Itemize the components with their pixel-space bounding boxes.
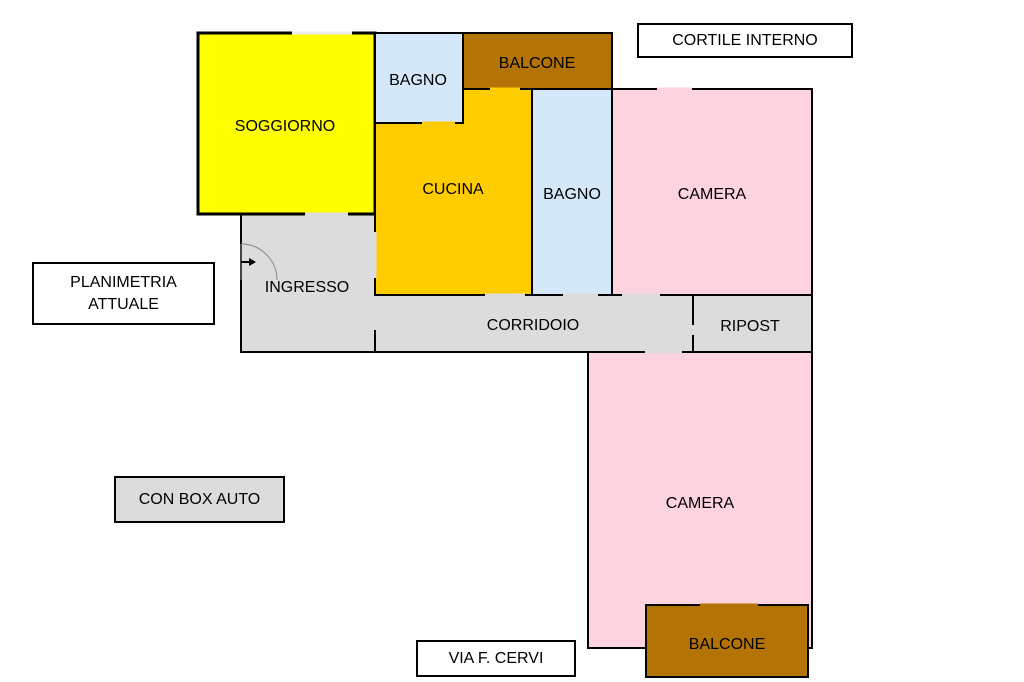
- box-auto-text: CON BOX AUTO: [138, 490, 261, 508]
- via-label: VIA F. CERVI: [416, 640, 576, 677]
- label-soggiorno: SOGGIORNO: [235, 118, 335, 135]
- label-balcone-bottom: BALCONE: [689, 636, 765, 653]
- label-camera-bottom: CAMERA: [666, 495, 735, 512]
- room-camera-top: [611, 88, 813, 296]
- cortile-interno-label: CORTILE INTERNO: [637, 23, 853, 58]
- label-ripost: RIPOST: [720, 318, 780, 335]
- label-cucina: CUCINA: [422, 181, 484, 198]
- planimetria-label: PLANIMETRIA ATTUALE: [32, 262, 215, 325]
- label-ingresso: INGRESSO: [265, 279, 349, 296]
- entrance-door-icon: [240, 243, 278, 281]
- label-bagno-1: BAGNO: [389, 72, 447, 89]
- planimetria-line-2: ATTUALE: [88, 295, 159, 313]
- planimetria-line-1: PLANIMETRIA: [70, 273, 177, 291]
- door-openings: [292, 31, 758, 607]
- room-camera-bottom: [587, 351, 813, 649]
- label-camera-top: CAMERA: [678, 186, 747, 203]
- box-auto-label: CON BOX AUTO: [114, 476, 285, 523]
- room-balcone-bottom: [645, 604, 809, 678]
- via-text: VIA F. CERVI: [448, 649, 544, 667]
- label-bagno-2: BAGNO: [543, 186, 601, 203]
- label-corridoio: CORRIDOIO: [487, 317, 579, 334]
- label-balcone-top: BALCONE: [499, 55, 575, 72]
- room-balcone-top: [462, 32, 613, 90]
- room-bagno-1: [374, 32, 464, 124]
- cortile-text: CORTILE INTERNO: [672, 31, 818, 49]
